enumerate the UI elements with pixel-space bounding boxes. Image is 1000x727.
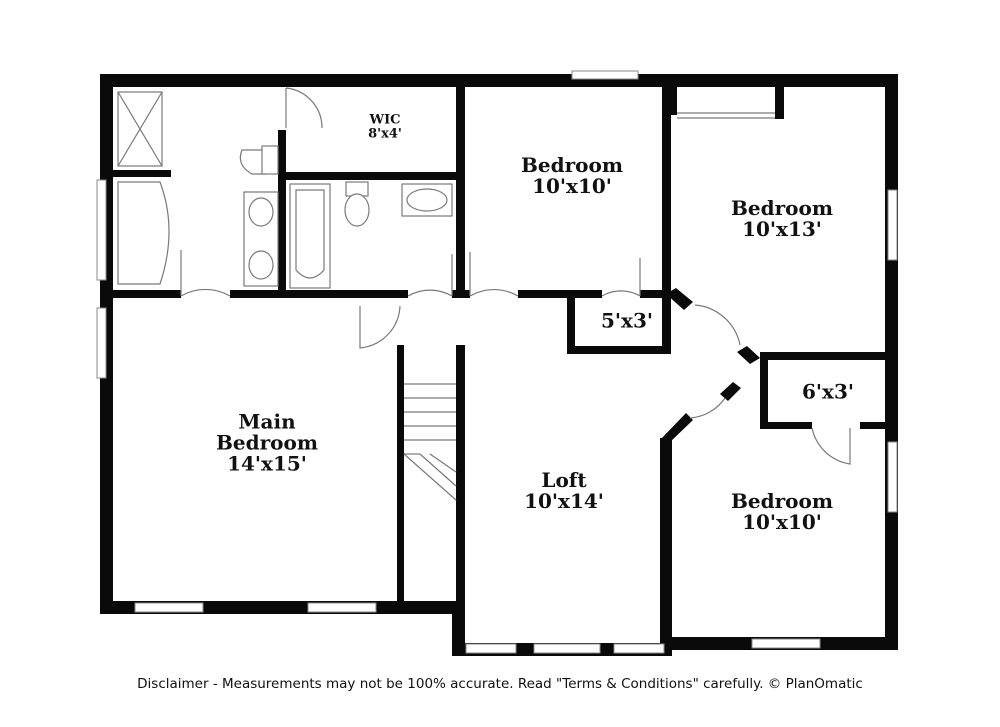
- room-label-bedroom-top: Bedroom 10'x10': [521, 155, 623, 197]
- door-swings: [180, 87, 851, 465]
- windows: [96, 70, 898, 654]
- room-name-line2: Bedroom: [216, 430, 318, 455]
- disclaimer-text: Disclaimer - Measurements may not be 100…: [137, 676, 863, 692]
- room-size: 14'x15': [227, 451, 307, 476]
- room-label-bedroom-lower: Bedroom 10'x10': [731, 491, 833, 533]
- room-size: 5'x3': [600, 308, 654, 333]
- room-name: Loft: [541, 468, 587, 492]
- room-label-closet-5x3: 5'x3': [600, 308, 654, 333]
- room-size: 8'x4': [368, 127, 402, 142]
- room-name: Bedroom: [521, 153, 623, 177]
- stairs: [403, 383, 457, 501]
- room-size: 10'x13': [742, 217, 822, 241]
- room-label-main-bedroom: Main Bedroom 14'x15': [216, 409, 318, 476]
- bathroom-fixtures: [117, 91, 453, 289]
- room-name: Bedroom: [731, 196, 833, 220]
- room-label-wic: WIC 8'x4': [368, 112, 402, 143]
- room-size: 10'x10': [532, 174, 612, 198]
- room-name: WIC: [369, 112, 401, 128]
- room-label-closet-6x3: 6'x3': [801, 379, 855, 404]
- room-label-loft: Loft 10'x14': [524, 470, 604, 512]
- interior-walls: [113, 87, 898, 610]
- exterior-walls: [100, 74, 898, 656]
- room-name-line1: Main: [238, 409, 296, 434]
- room-size: 6'x3': [801, 379, 855, 404]
- room-name: Bedroom: [731, 489, 833, 513]
- room-size: 10'x10': [742, 510, 822, 534]
- room-size: 10'x14': [524, 489, 604, 513]
- room-label-bedroom-right: Bedroom 10'x13': [731, 198, 833, 240]
